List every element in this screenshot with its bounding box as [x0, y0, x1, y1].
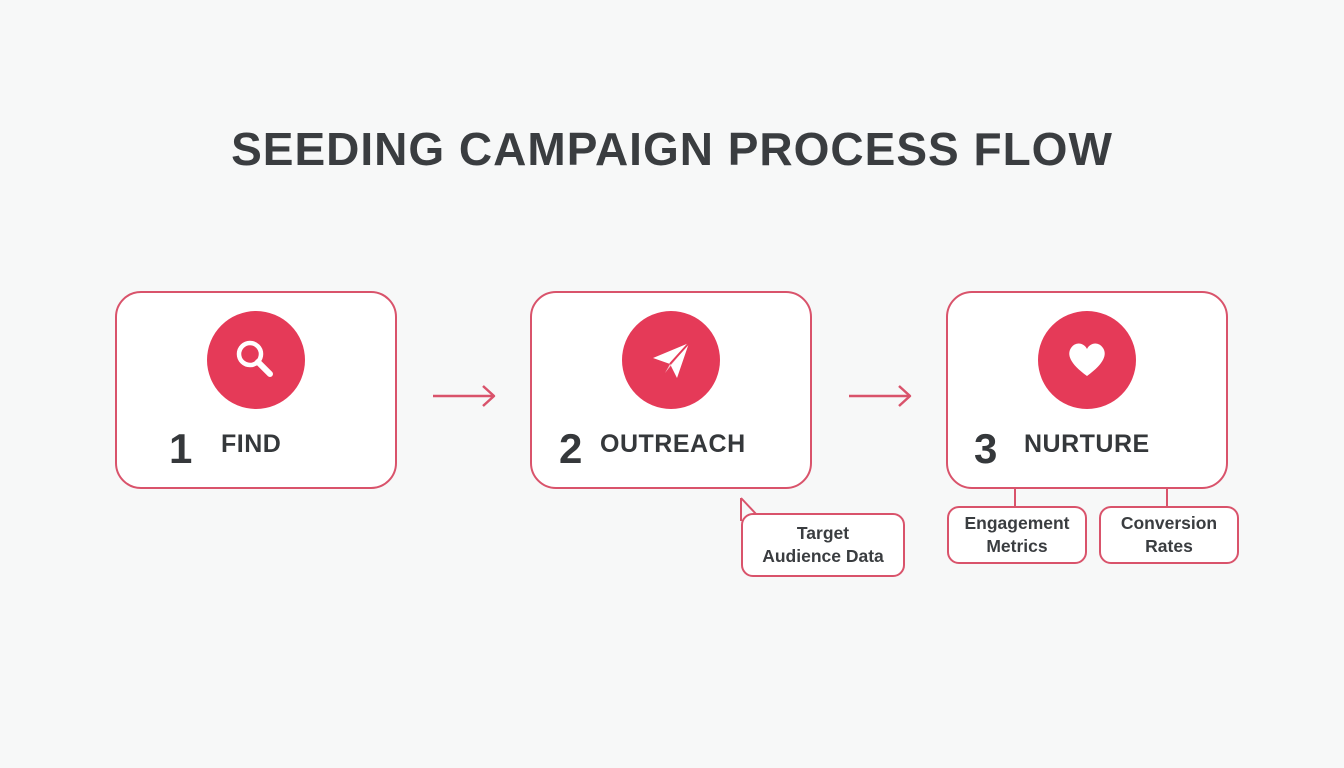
step-number: 2 — [559, 425, 583, 472]
search-icon — [207, 311, 305, 409]
step-number: 1 — [169, 425, 193, 472]
note-line: Audience Data — [762, 546, 884, 566]
step-label: FIND — [221, 430, 282, 458]
note-line: Target — [796, 523, 850, 543]
flow-arrow-1 — [433, 385, 496, 407]
callout-pointer — [740, 497, 758, 521]
step-label: OUTREACH — [600, 430, 746, 458]
step-find-card: 1 FIND — [115, 291, 397, 489]
conversion-rates-note: Conversion Rates — [1099, 506, 1239, 564]
step-number: 3 — [974, 425, 998, 472]
connector-line — [1014, 489, 1016, 507]
connector-line — [1166, 489, 1168, 507]
page-title: SEEDING CAMPAIGN PROCESS FLOW — [231, 123, 1113, 175]
paper-plane-icon — [622, 311, 720, 409]
heart-icon — [1038, 311, 1136, 409]
engagement-metrics-note: Engagement Metrics — [947, 506, 1087, 564]
target-audience-note: Target Audience Data — [741, 513, 905, 577]
note-line: Rates — [1145, 536, 1193, 556]
note-line: Metrics — [986, 536, 1048, 556]
step-outreach-card: 2 OUTREACH — [530, 291, 812, 489]
flow-arrow-2 — [849, 385, 912, 407]
note-line: Engagement — [964, 513, 1070, 533]
note-line: Conversion — [1120, 513, 1218, 533]
step-label: NURTURE — [1024, 430, 1150, 458]
step-nurture-card: 3 NURTURE — [946, 291, 1228, 489]
